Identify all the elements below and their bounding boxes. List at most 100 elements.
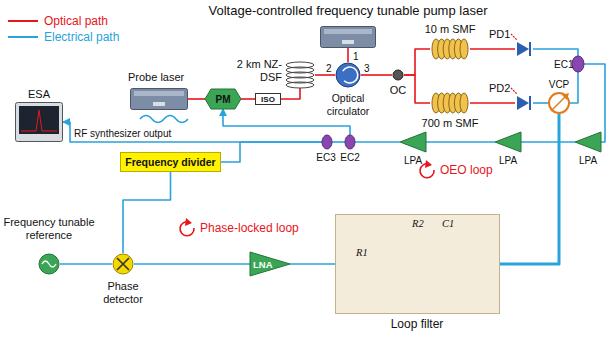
component-label: 10 m SMF <box>425 23 476 36</box>
component-node: LNA <box>250 252 290 276</box>
annotation-label: C1 <box>442 217 454 230</box>
component-label: LPA <box>579 154 597 167</box>
vcp-shape <box>548 92 570 114</box>
laser-shape <box>320 26 376 48</box>
optical-fiber <box>241 98 255 100</box>
optical-fiber <box>347 48 349 62</box>
component-label: LPA <box>404 154 422 167</box>
annotation-label: R1 <box>356 246 368 259</box>
triL-shape <box>575 132 601 152</box>
loop-arrowhead <box>185 218 192 226</box>
legend-text: Optical path <box>44 14 108 28</box>
electrical-wire <box>584 64 605 142</box>
rf-sine-wave <box>140 116 188 123</box>
triL-shape <box>400 132 426 152</box>
component-label: PD2 <box>489 82 510 95</box>
electrical-wire <box>63 122 322 142</box>
triL-shape <box>495 132 521 152</box>
component-label: LPA <box>499 154 517 167</box>
component-label: LNA <box>250 252 290 276</box>
ec-shape <box>345 135 355 149</box>
component-node: 2 km NZ-DSF <box>285 62 315 88</box>
component-label: ESA <box>28 88 50 101</box>
component-label: OC <box>390 84 407 97</box>
loop-arrowhead <box>425 160 432 168</box>
component-label: EC2 <box>340 151 359 164</box>
component-node: LPA <box>495 132 521 152</box>
optical-fiber <box>470 102 515 104</box>
component-label: Optical circulator <box>319 92 377 118</box>
esa-shape <box>15 102 63 142</box>
legend-text: Electrical path <box>44 30 119 44</box>
electrical-wire <box>60 263 112 265</box>
component-label: VCP <box>549 78 570 91</box>
optical-fiber <box>281 88 300 99</box>
annotation-label: 1 <box>353 50 359 63</box>
component-label: 700 m SMF <box>422 117 479 130</box>
component-label: Frequency divider <box>120 152 221 172</box>
component-node: LPA <box>400 132 426 152</box>
ref-shape <box>38 253 60 275</box>
annotation-label: OEO loop <box>440 164 493 177</box>
electrical-wire <box>521 141 575 143</box>
legend-swatch <box>8 20 38 22</box>
component-node: EC1 <box>572 56 584 72</box>
component-node: 700 m SMF <box>430 92 470 114</box>
pdet-shape <box>112 253 134 275</box>
annotation-label: 3 <box>364 62 370 75</box>
coil2-shape <box>430 38 470 60</box>
electrical-wire <box>533 49 578 56</box>
component-node: PD2 <box>515 94 533 112</box>
component-node: LPA <box>575 132 601 152</box>
component-label: Phase detector <box>93 280 153 306</box>
component-label: Loop filter <box>391 318 444 331</box>
electrical-wire <box>426 141 495 143</box>
annotation-label: Phase-locked loop <box>200 222 299 235</box>
optical-fiber <box>404 75 430 103</box>
component-node: Phase detector <box>112 253 134 275</box>
optical-fiber <box>188 98 205 100</box>
component-label: PM <box>205 89 241 109</box>
component-node: ESA <box>15 102 63 142</box>
component-label: ISO <box>255 93 281 105</box>
component-node: Optical circulator <box>335 62 361 88</box>
component-node: ISO <box>255 93 281 105</box>
component-label: EC1 <box>554 58 573 71</box>
component-node: PD1 <box>515 40 533 58</box>
component-node: VCP <box>548 92 570 114</box>
component-node: OC <box>392 69 404 81</box>
annotation-label: R2 <box>412 217 424 230</box>
component-node: EC3 <box>322 135 332 149</box>
electrical-wire <box>355 141 400 143</box>
legend-swatch <box>8 36 38 38</box>
circ-shape <box>335 62 361 88</box>
ec-shape <box>322 135 332 149</box>
electrical-wire <box>134 263 250 265</box>
component-label: Probe laser <box>128 71 184 84</box>
annotation-label: RF synthesizer output <box>74 127 171 140</box>
optical-fiber <box>361 74 392 76</box>
component-label: PD1 <box>489 28 510 41</box>
component-node: 10 m SMF <box>430 38 470 60</box>
component-node: Probe laser <box>130 88 188 110</box>
pd-shape <box>515 40 533 58</box>
electrical-wire <box>123 172 171 253</box>
electrical-wire <box>533 102 548 104</box>
component-label: Frequency tunable reference <box>1 216 97 242</box>
optical-fiber <box>404 49 430 75</box>
component-node: Frequency divider <box>120 152 221 172</box>
ec-shape <box>572 56 584 72</box>
electrical-wire <box>221 142 322 162</box>
annotation-label: 2 <box>326 62 332 75</box>
coil2-shape <box>430 92 470 114</box>
component-label: Voltage-controlled frequency tunable pum… <box>209 4 488 17</box>
component-node: PM <box>205 89 241 109</box>
pd-shape <box>515 94 533 112</box>
electrical-wire <box>290 263 335 265</box>
optical-fiber <box>470 48 515 50</box>
component-node: Voltage-controlled frequency tunable pum… <box>320 26 376 48</box>
electrical-wire <box>570 72 578 103</box>
electrical-wire <box>332 141 345 143</box>
component-node: Frequency tunable reference <box>38 253 60 275</box>
laser-shape <box>130 88 188 110</box>
